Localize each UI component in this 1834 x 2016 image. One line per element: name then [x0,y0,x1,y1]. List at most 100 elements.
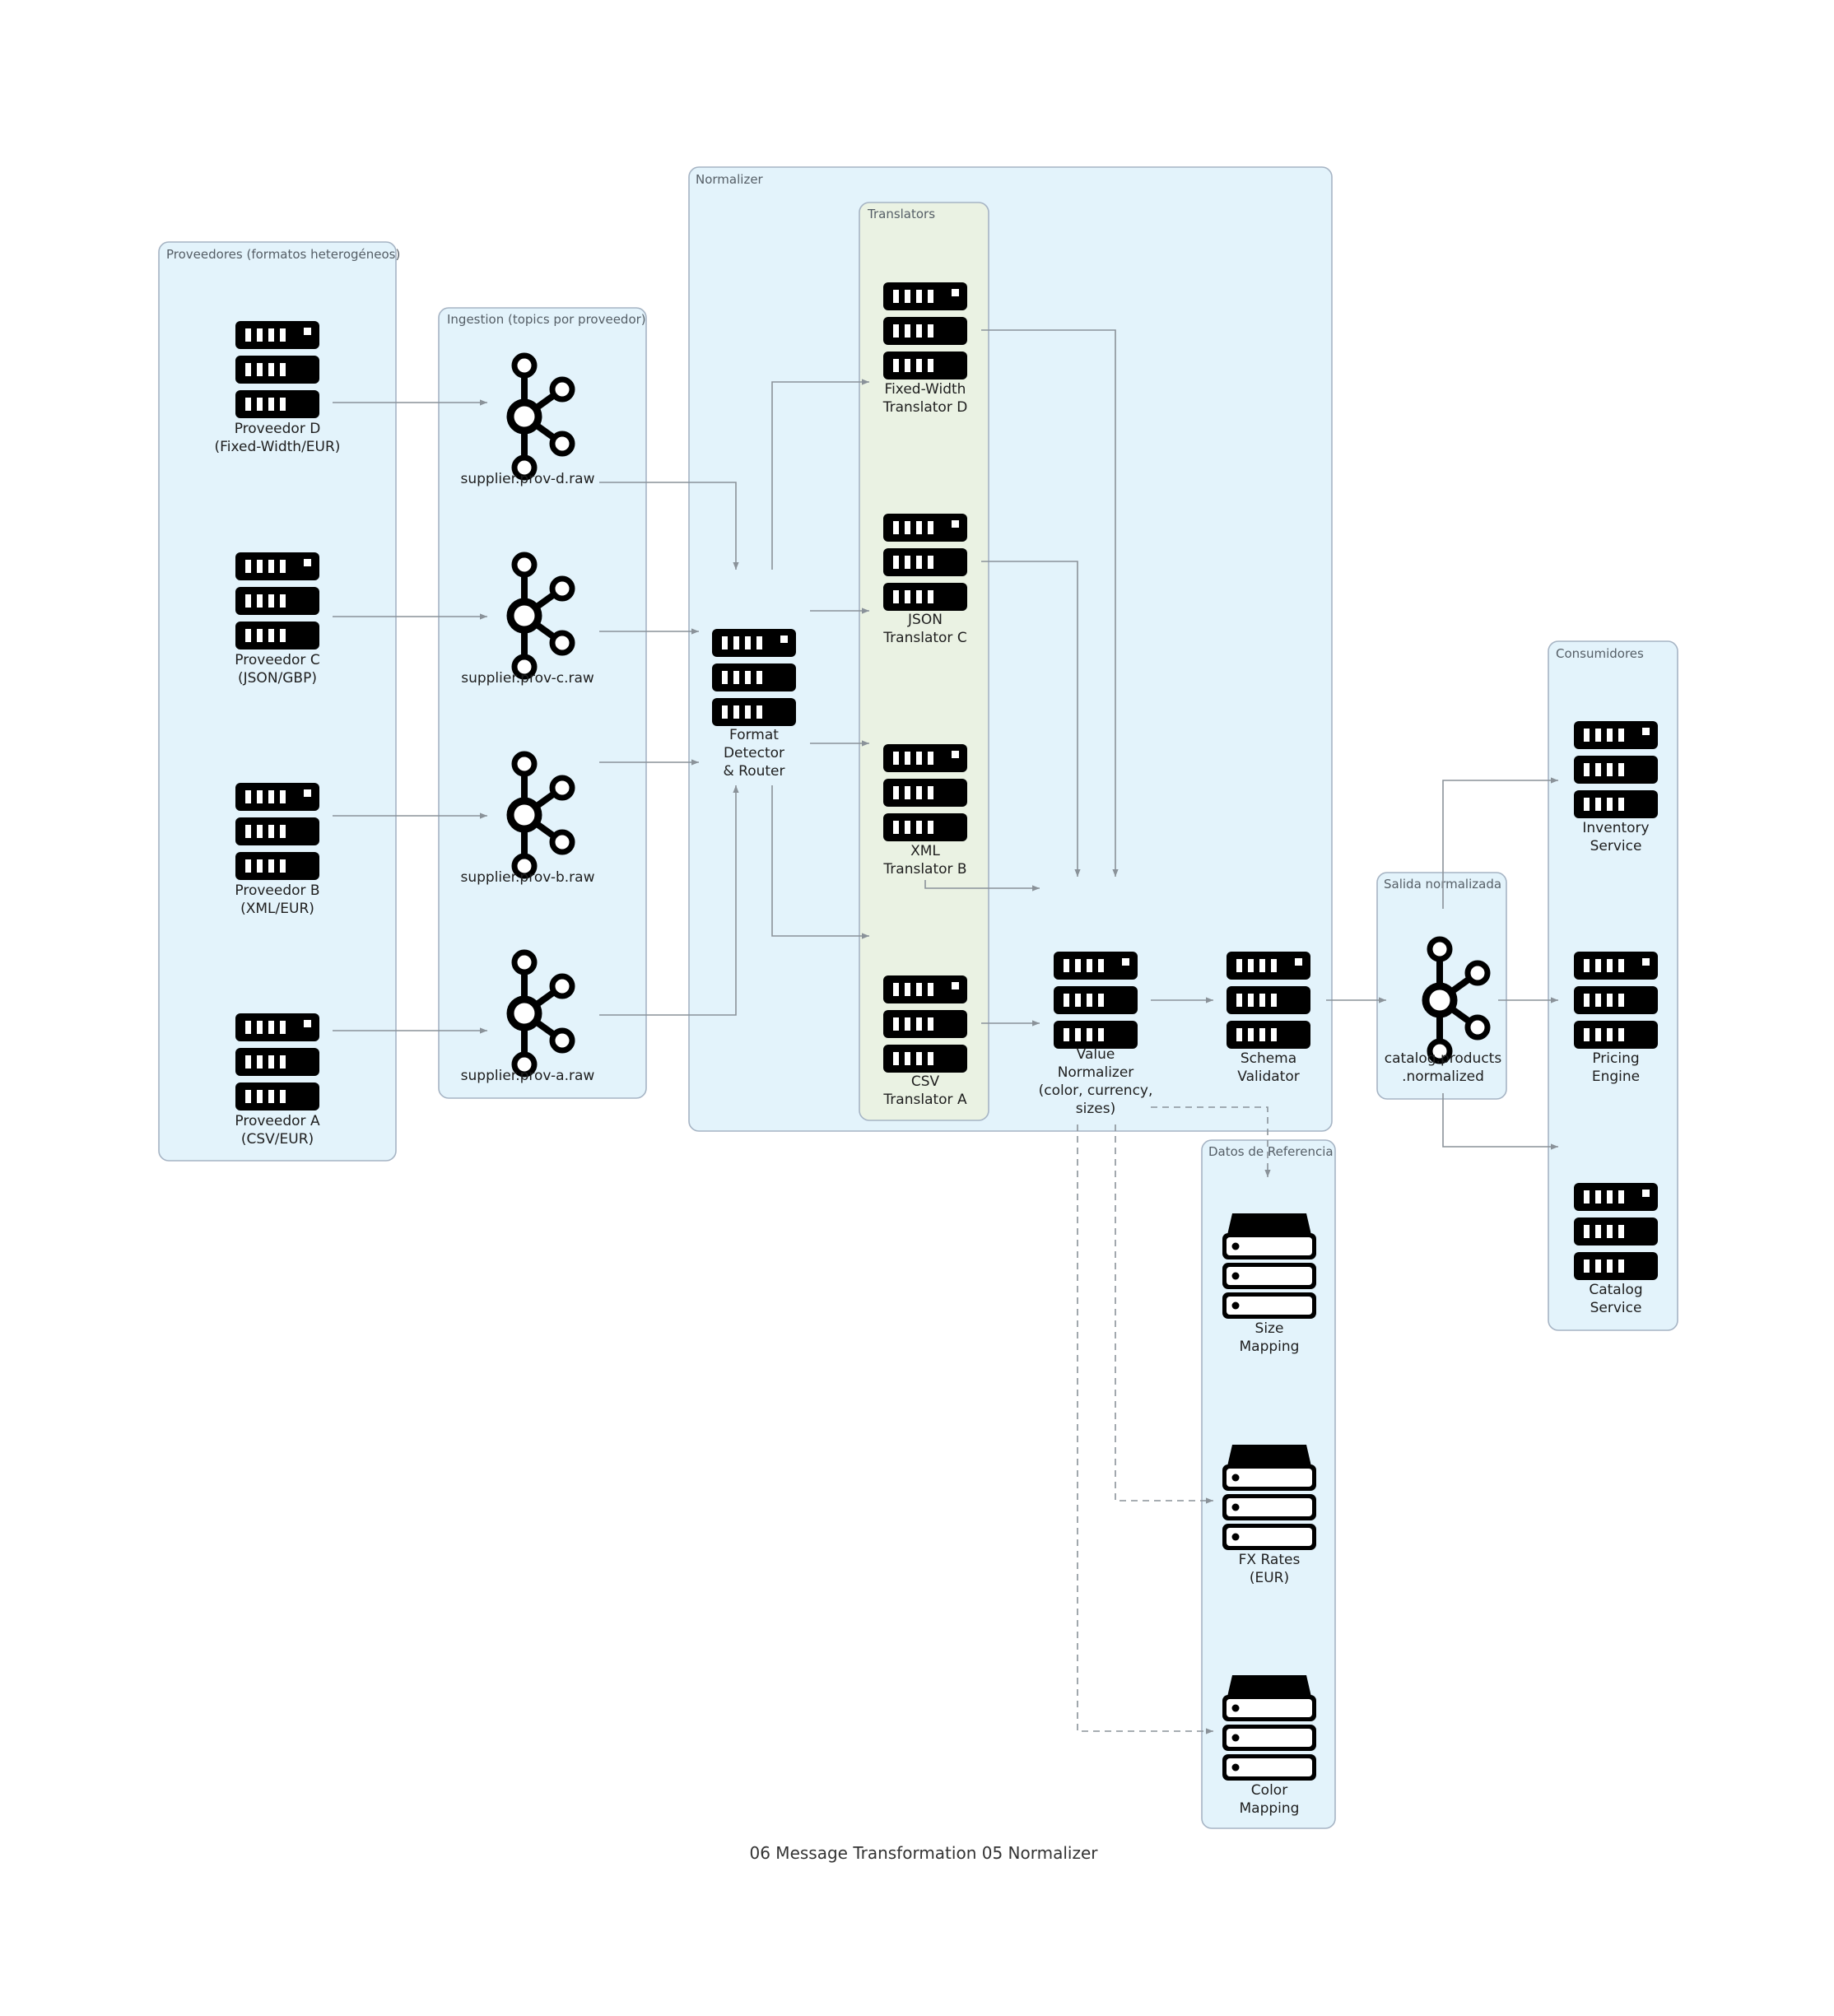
server-rack-unit [1574,790,1658,818]
node-label: sizes) [1076,1101,1115,1117]
node-label: (Fixed-Width/EUR) [215,439,341,455]
server-icon [883,744,967,841]
node-label: .normalized [1402,1069,1484,1085]
server-rack-unit [235,852,319,880]
node-label: supplier.prov-b.raw [460,869,594,886]
edge-catalog-topic-to-inventory [1442,777,1558,909]
node-fx-rates: FX Rates(EUR) [1222,1445,1316,1586]
server-icon [883,282,967,379]
server-rack-unit [235,817,319,845]
node-label: Size [1255,1320,1284,1337]
kafka-icon [506,352,575,481]
node-label: JSON [907,612,943,628]
database-disk [1222,1263,1316,1289]
server-rack-unit [712,698,796,726]
node-label: Service [1590,838,1642,854]
kafka-icon [506,552,575,680]
node-label: supplier.prov-c.raw [461,670,594,687]
node-prov-b: Proveedor B(XML/EUR) [235,783,320,917]
edge-catalog-topic-to-catalog-svc [1442,1093,1558,1150]
kafka-node [511,352,538,379]
node-label: (color, currency, [1039,1082,1153,1099]
database-disk [1222,1292,1316,1319]
server-rack-unit [235,321,319,349]
node-prov-a: Proveedor A (CSV/EUR) [235,1013,320,1148]
server-rack-unit [883,583,967,611]
server-rack-unit [235,622,319,649]
node-label: Proveedor A [235,1113,320,1129]
node-label: Format [729,727,779,743]
kafka-hub [506,995,542,1031]
node-label: supplier.prov-d.raw [460,471,594,487]
node-label: Catalog [1589,1282,1642,1298]
server-icon [1054,952,1138,1049]
server-rack-unit [235,1013,319,1041]
kafka-node [549,376,575,403]
server-rack-unit [1227,952,1310,980]
server-icon [1574,721,1658,818]
cluster-ingestion-label: Ingestion (topics por proveedor) [447,312,646,327]
server-icon [235,1013,319,1110]
server-rack-unit [883,514,967,542]
database-cap [1227,1445,1311,1466]
node-label: Value [1077,1046,1115,1063]
server-rack-unit [1227,986,1310,1014]
edge-topic-d-to-router [599,482,739,570]
kafka-node [549,1027,575,1054]
cluster-consumidores-label: Consumidores [1556,646,1644,661]
node-label: Engine [1592,1069,1640,1085]
node-topic-c: supplier.prov-c.raw [461,552,594,687]
server-rack-unit [1574,1183,1658,1211]
server-rack-unit [1574,952,1658,980]
kafka-node [1464,960,1491,986]
server-icon [235,552,319,649]
cluster-translators: Translators [859,202,989,1121]
node-label: (XML/EUR) [240,901,314,917]
database-disk [1222,1233,1316,1259]
server-icon [1227,952,1310,1049]
node-prov-c: Proveedor C(JSON/GBP) [235,552,320,687]
kafka-node [511,654,538,680]
node-label: Inventory [1582,820,1649,836]
node-label: Pricing [1592,1050,1639,1067]
cluster-normalizer-box [688,166,1333,1132]
node-label: (CSV/EUR) [241,1131,314,1148]
node-catalog-topic: catalog.products.normalized [1385,936,1501,1085]
database-disk [1222,1464,1316,1491]
server-rack-unit [883,548,967,576]
kafka-node [511,552,538,578]
node-label: Fixed-Width [885,381,966,398]
kafka-node [549,775,575,801]
node-label: Mapping [1240,1800,1300,1817]
database-disk [1222,1695,1316,1721]
node-label: FX Rates [1239,1552,1301,1568]
server-rack-unit [883,744,967,772]
server-icon [1574,952,1658,1049]
server-rack-unit [883,282,967,310]
edge-trans-b-to-value-norm [924,880,1040,892]
database-cap [1227,1213,1311,1235]
cluster-proveedores-label: Proveedores (formatos heterogéneos) [166,247,400,262]
server-rack-unit [235,552,319,580]
node-topic-a: supplier.prov-a.raw [461,949,594,1084]
cluster-translators-box [859,202,989,1121]
node-label: Color [1251,1782,1287,1799]
kafka-node [549,973,575,999]
kafka-hub [1422,982,1458,1018]
edge-value-norm-to-size-map [1151,1106,1271,1177]
server-rack-unit [1054,952,1138,980]
server-rack-unit [235,587,319,615]
server-rack-unit [235,1082,319,1110]
cluster-normalizer-label: Normalizer [696,172,764,187]
server-icon [235,321,319,418]
database-disk [1222,1494,1316,1520]
edge-router-to-trans-a [771,785,869,939]
